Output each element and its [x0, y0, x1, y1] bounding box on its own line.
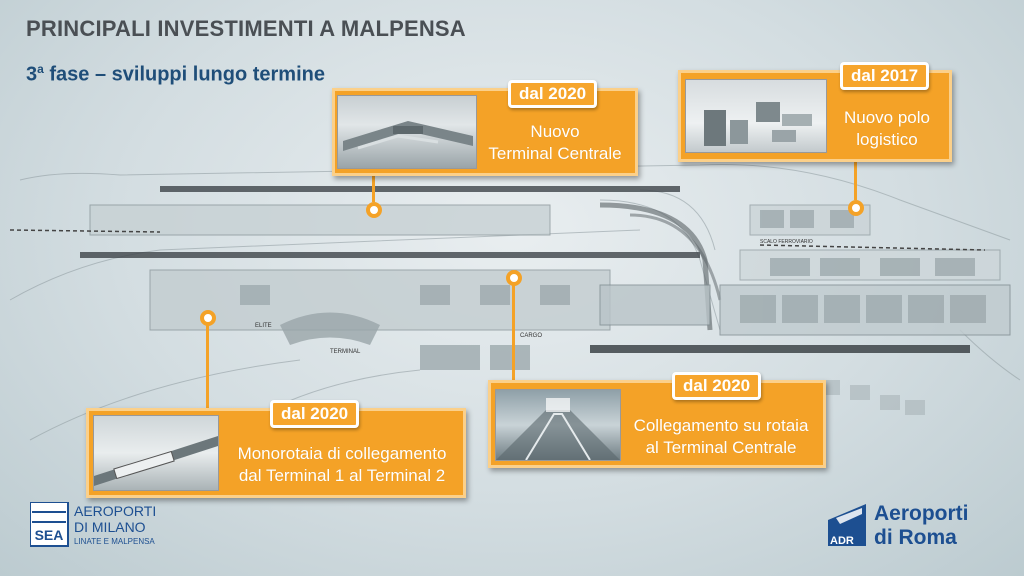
map-label-elite: ELITE — [255, 323, 272, 329]
year-badge-terminal-centrale: dal 2020 — [508, 80, 598, 108]
slide-subtitle: 3a fase – sviluppi lungo termine — [26, 62, 325, 87]
polo-logistico-label: Nuovo polo logistico — [829, 107, 945, 151]
adr-mark-text: ADR — [830, 535, 854, 547]
sea-line3: LINATE E MALPENSA — [74, 537, 155, 546]
sea-line1: AEROPORTI — [74, 503, 156, 519]
rotaia-line1: Collegamento su rotaia — [633, 416, 809, 435]
pin-polo-logistico — [848, 200, 864, 216]
adr-logo: ADR Aeroporti di Roma — [826, 498, 1002, 552]
year-badge-polo-logistico: dal 2017 — [840, 62, 930, 90]
terminal-centrale-render — [337, 95, 477, 169]
callout-rotaia: Collegamento su rotaia al Terminal Centr… — [488, 380, 826, 468]
polo-logistico-line1: Nuovo polo — [843, 108, 930, 127]
rotaia-label: Collegamento su rotaia al Terminal Centr… — [623, 415, 819, 459]
connector-terminal-centrale — [372, 172, 375, 202]
monorotaia-line2: dal Terminal 1 al Terminal 2 — [238, 466, 446, 485]
polo-logistico-render — [685, 79, 827, 153]
map-label-terminal: TERMINAL — [330, 349, 361, 355]
map-label-cargo: CARGO — [520, 333, 542, 339]
sea-line2: DI MILANO — [74, 519, 146, 535]
terminal-centrale-line1: Nuovo — [530, 122, 580, 141]
runway-middle — [80, 252, 700, 258]
connector-monorotaia — [206, 322, 209, 410]
monorotaia-render — [93, 415, 219, 491]
connector-polo-logistico — [854, 160, 857, 200]
runway-south — [590, 345, 970, 353]
runway-north — [160, 186, 680, 192]
terminal-centrale-line2: Terminal Centrale — [488, 144, 622, 163]
terminal-centrale-label: Nuovo Terminal Centrale — [477, 121, 633, 165]
sea-mark-text: SEA — [35, 527, 64, 543]
pin-terminal-centrale — [366, 202, 382, 218]
adr-line2: di Roma — [874, 526, 957, 549]
callout-monorotaia: Monorotaia di collegamento dal Terminal … — [86, 408, 466, 498]
monorotaia-line1: Monorotaia di collegamento — [237, 444, 447, 463]
sea-logo: SEA AEROPORTI DI MILANO LINATE E MALPENS… — [29, 501, 170, 550]
slide-title: PRINCIPALI INVESTIMENTI A MALPENSA — [26, 16, 466, 41]
year-badge-rotaia: dal 2020 — [672, 372, 762, 400]
subtitle-number: 3 — [26, 63, 38, 86]
connector-rotaia — [512, 282, 515, 387]
pin-rotaia — [506, 270, 522, 286]
polo-logistico-line2: logistico — [856, 130, 918, 149]
pin-monorotaia — [200, 310, 216, 326]
subtitle-text: fase – sviluppi lungo termine — [43, 63, 325, 86]
subtitle-superscript: a — [37, 62, 44, 76]
rotaia-render — [495, 389, 621, 461]
year-badge-monorotaia: dal 2020 — [270, 400, 360, 428]
monorotaia-label: Monorotaia di collegamento dal Terminal … — [223, 443, 461, 487]
adr-line1: Aeroporti — [874, 502, 969, 525]
rotaia-line2: al Terminal Centrale — [645, 438, 797, 457]
map-label-scalo: SCALO FERROVIARIO — [760, 239, 813, 245]
